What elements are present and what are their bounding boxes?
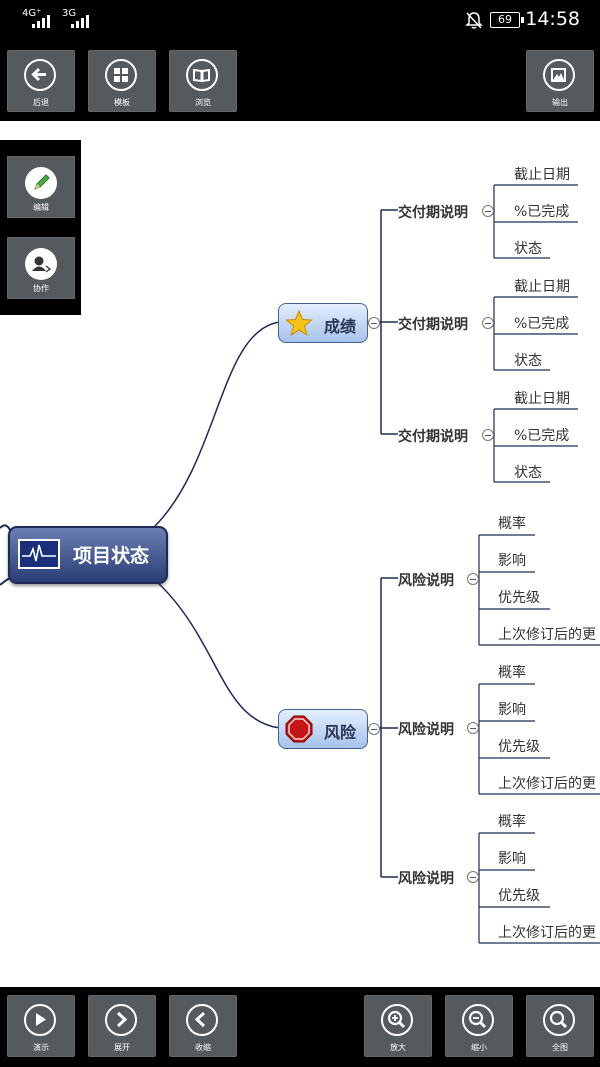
leaf-topic[interactable]: 优先级 (498, 590, 540, 606)
connector-lines (0, 184, 600, 944)
branch-label: 成绩 (324, 317, 357, 336)
collapse-toggle[interactable] (482, 317, 494, 329)
template-button[interactable]: 模板 (88, 50, 156, 112)
stop-sign-icon (285, 715, 313, 743)
collapse-button[interactable]: 收缩 (169, 995, 237, 1057)
user-share-icon (32, 256, 52, 273)
fit-view-label: 全图 (552, 1043, 568, 1052)
pencil-icon (34, 174, 50, 190)
clock: 14:58 (525, 8, 580, 30)
subtopic[interactable]: 交付期说明 (398, 205, 468, 221)
browse-button[interactable]: 浏览 (169, 50, 237, 112)
leaf-topic[interactable]: 影响 (498, 702, 526, 718)
central-topic-label: 项目状态 (73, 545, 150, 567)
subtopic[interactable]: 风险说明 (398, 573, 454, 589)
magnifier-icon (549, 1010, 568, 1029)
zoom-out-icon (468, 1010, 487, 1029)
template-label: 模板 (114, 98, 130, 107)
chevron-right-icon (116, 1011, 128, 1028)
leaf-topic[interactable]: 概率 (498, 516, 526, 532)
present-label: 演示 (33, 1043, 49, 1052)
browse-label: 浏览 (195, 98, 211, 107)
collapse-label: 收缩 (195, 1043, 211, 1052)
leaf-topic[interactable]: 截止日期 (514, 167, 570, 183)
collaborate-button[interactable]: 协作 (7, 237, 75, 299)
leaf-topic[interactable]: 上次修订后的更 (498, 627, 596, 643)
zoom-in-icon (387, 1010, 406, 1029)
collaborate-label: 协作 (33, 284, 49, 293)
network-type-label-2: 3G (62, 8, 77, 19)
side-panel: 编辑 协作 (0, 140, 81, 315)
signal-strength-icon (32, 12, 56, 28)
leaf-topic[interactable]: 影响 (498, 553, 526, 569)
arrow-left-icon (31, 67, 46, 82)
leaf-topic[interactable]: 状态 (514, 241, 542, 257)
leaf-topic[interactable]: 优先级 (498, 888, 540, 904)
image-export-icon (551, 68, 566, 82)
signal-strength-icon-2 (71, 12, 95, 28)
branch-topic-risk[interactable]: 风险 (278, 709, 368, 749)
collapse-toggle[interactable] (482, 429, 494, 441)
bottom-toolbar: 演示 展开 收缩 放大 缩小 全图 (0, 987, 600, 1067)
fit-view-button[interactable]: 全图 (526, 995, 594, 1057)
zoom-out-label: 缩小 (471, 1043, 487, 1052)
network-type-label: 4G⁺ (22, 8, 42, 19)
back-label: 后退 (33, 98, 49, 107)
collapse-toggle[interactable] (467, 573, 479, 585)
zoom-in-label: 放大 (390, 1043, 406, 1052)
play-icon (36, 1013, 46, 1026)
top-toolbar: 后退 模板 浏览 输出 (0, 40, 600, 121)
export-label: 输出 (552, 98, 568, 107)
heartbeat-monitor-icon (18, 539, 60, 569)
grid-icon (114, 68, 128, 82)
leaf-topic[interactable]: 概率 (498, 814, 526, 830)
branch-topic-achievement[interactable]: 成绩 (278, 303, 368, 343)
leaf-topic[interactable]: %已完成 (514, 428, 570, 444)
branch-label: 风险 (324, 723, 357, 742)
leaf-topic[interactable]: %已完成 (514, 204, 570, 220)
export-button[interactable]: 输出 (526, 50, 594, 112)
leaf-topic[interactable]: 优先级 (498, 739, 540, 755)
collapse-toggle[interactable] (467, 871, 479, 883)
chevron-left-icon (194, 1011, 206, 1028)
subtopic[interactable]: 交付期说明 (398, 317, 468, 333)
leaf-topic[interactable]: 状态 (514, 353, 542, 369)
collapse-toggle[interactable] (482, 205, 494, 217)
battery-icon: 69 (490, 12, 524, 28)
collapse-toggle[interactable] (368, 317, 380, 329)
book-icon (193, 68, 210, 83)
central-topic[interactable]: 项目状态 (8, 526, 168, 584)
leaf-topic[interactable]: 截止日期 (514, 279, 570, 295)
subtopic[interactable]: 交付期说明 (398, 429, 468, 445)
leaf-topic[interactable]: 概率 (498, 665, 526, 681)
zoom-in-button[interactable]: 放大 (364, 995, 432, 1057)
subtopic[interactable]: 风险说明 (398, 722, 454, 738)
leaf-topic[interactable]: 影响 (498, 851, 526, 867)
notifications-off-icon (465, 12, 483, 29)
back-button[interactable]: 后退 (7, 50, 75, 112)
leaf-topic[interactable]: 上次修订后的更 (498, 925, 596, 941)
present-button[interactable]: 演示 (7, 995, 75, 1057)
collapse-toggle[interactable] (467, 722, 479, 734)
status-bar: 4G⁺ 3G 69 14:58 (0, 0, 600, 40)
edit-label: 编辑 (33, 203, 49, 212)
expand-label: 展开 (114, 1043, 130, 1052)
subtopic[interactable]: 风险说明 (398, 871, 454, 887)
expand-button[interactable]: 展开 (88, 995, 156, 1057)
star-icon (285, 309, 313, 337)
leaf-topic[interactable]: 状态 (514, 465, 542, 481)
leaf-topic[interactable]: 上次修订后的更 (498, 776, 596, 792)
collapse-toggle[interactable] (368, 723, 380, 735)
zoom-out-button[interactable]: 缩小 (445, 995, 513, 1057)
leaf-topic[interactable]: %已完成 (514, 316, 570, 332)
edit-button[interactable]: 编辑 (7, 156, 75, 218)
leaf-topic[interactable]: 截止日期 (514, 391, 570, 407)
